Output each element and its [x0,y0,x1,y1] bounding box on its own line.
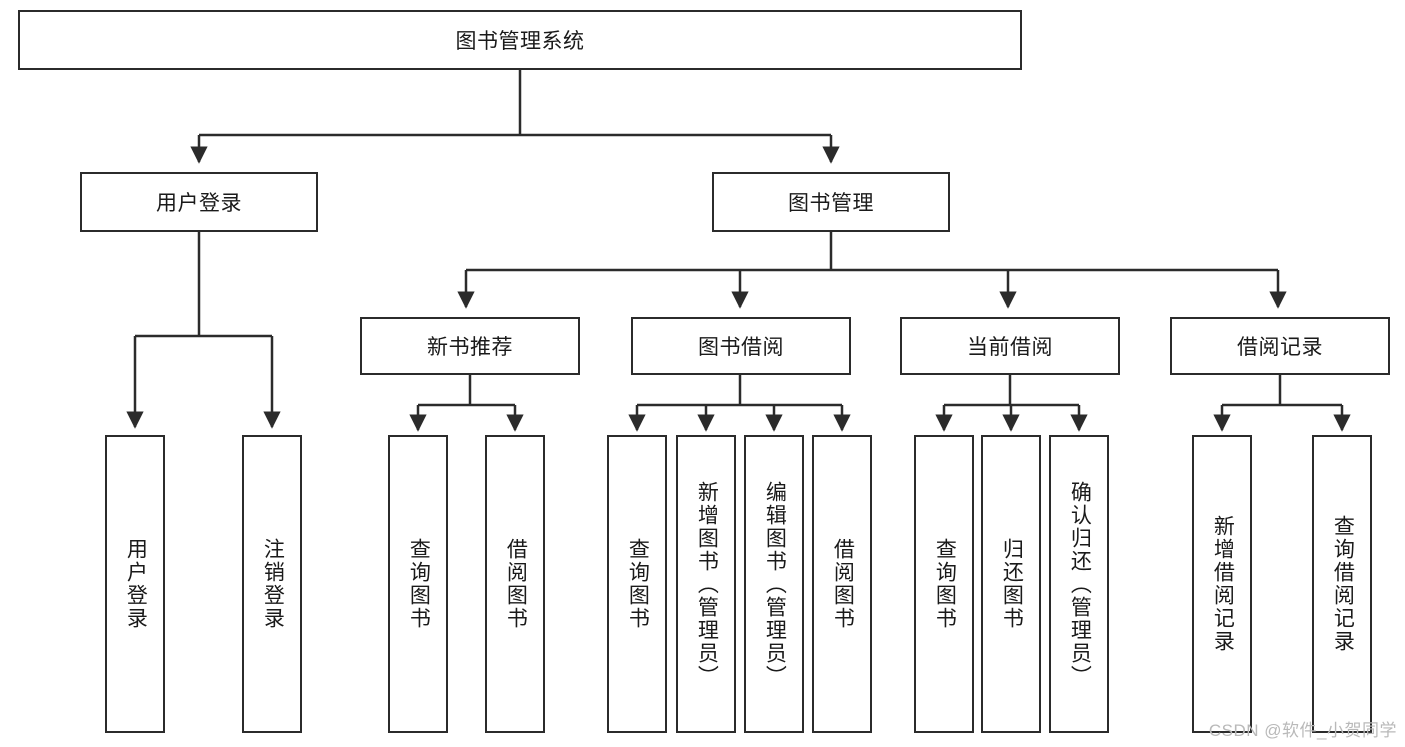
leaf-new-book-2-label: 借阅图书 [504,538,528,630]
leaf-current-borrow-2-label: 归还图书 [1000,538,1024,630]
node-new-book-recommend[interactable]: 新书推荐 [360,317,580,375]
node-book-manage-label: 图书管理 [788,192,874,215]
leaf-book-borrow-2-label: 新增图书（管理员） [695,480,719,688]
leaf-current-borrow-3[interactable]: 确认归还（管理员） [1049,435,1109,733]
leaf-borrow-record-1[interactable]: 新增借阅记录 [1192,435,1252,733]
leaf-new-book-1[interactable]: 查询图书 [388,435,448,733]
leaf-borrow-record-2-label: 查询借阅记录 [1331,515,1355,653]
leaf-user-login-1[interactable]: 用户登录 [105,435,165,733]
leaf-book-borrow-4[interactable]: 借阅图书 [812,435,872,733]
leaf-book-borrow-4-label: 借阅图书 [831,538,855,630]
leaf-current-borrow-1[interactable]: 查询图书 [914,435,974,733]
leaf-user-login-2[interactable]: 注销登录 [242,435,302,733]
leaf-new-book-2[interactable]: 借阅图书 [485,435,545,733]
leaf-book-borrow-2[interactable]: 新增图书（管理员） [676,435,736,733]
leaf-book-borrow-3-label: 编辑图书（管理员） [763,480,787,688]
node-borrow-record-label: 借阅记录 [1237,336,1323,359]
watermark-text: CSDN @软件_小贺同学 [1208,721,1397,740]
leaf-book-borrow-1[interactable]: 查询图书 [607,435,667,733]
node-new-book-recommend-label: 新书推荐 [427,336,513,359]
node-root-label: 图书管理系统 [455,30,585,53]
node-root[interactable]: 图书管理系统 [18,10,1022,70]
node-book-manage[interactable]: 图书管理 [712,172,950,232]
node-current-borrow[interactable]: 当前借阅 [900,317,1120,375]
node-book-borrow-label: 图书借阅 [698,336,784,359]
leaf-book-borrow-1-label: 查询图书 [626,538,650,630]
leaf-current-borrow-1-label: 查询图书 [933,538,957,630]
node-current-borrow-label: 当前借阅 [967,336,1053,359]
leaf-borrow-record-1-label: 新增借阅记录 [1211,515,1235,653]
leaf-current-borrow-3-label: 确认归还（管理员） [1068,480,1092,688]
node-user-login-label: 用户登录 [156,192,242,215]
leaf-book-borrow-3[interactable]: 编辑图书（管理员） [744,435,804,733]
leaf-borrow-record-2[interactable]: 查询借阅记录 [1312,435,1372,733]
node-borrow-record[interactable]: 借阅记录 [1170,317,1390,375]
leaf-user-login-2-label: 注销登录 [261,538,285,630]
leaf-current-borrow-2[interactable]: 归还图书 [981,435,1041,733]
node-user-login[interactable]: 用户登录 [80,172,318,232]
leaf-user-login-1-label: 用户登录 [124,538,148,630]
leaf-new-book-1-label: 查询图书 [407,538,431,630]
node-book-borrow[interactable]: 图书借阅 [631,317,851,375]
